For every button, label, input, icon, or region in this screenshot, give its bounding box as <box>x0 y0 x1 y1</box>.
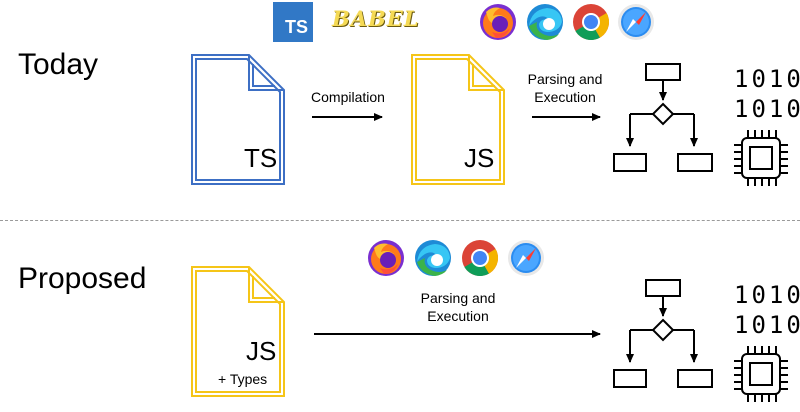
parsing-arrow <box>532 113 601 121</box>
parsing-label-line1: Parsing and <box>420 290 496 306</box>
js-file-label: JS <box>464 143 495 173</box>
binary-code-line2: 1010 <box>734 311 800 339</box>
firefox-icon <box>480 4 516 40</box>
cpu-chip-icon <box>734 130 788 186</box>
today-label: Today <box>18 48 99 81</box>
flowchart-icon <box>613 279 713 388</box>
cpu-chip-icon <box>734 346 788 402</box>
safari-icon <box>508 240 544 276</box>
parsing-arrow <box>314 330 601 338</box>
typescript-logo: TS <box>273 2 313 42</box>
ts-file-label: TS <box>244 143 278 173</box>
edge-icon <box>527 4 563 40</box>
parsing-label-line2: Execution <box>534 89 596 105</box>
binary-code-line2: 1010 <box>734 95 800 123</box>
section-divider <box>0 220 800 221</box>
chrome-icon <box>573 4 610 41</box>
chrome-icon <box>462 240 499 277</box>
parsing-label-line2: Execution <box>427 308 489 324</box>
parsing-label-line1: Parsing and <box>527 71 603 87</box>
babel-logo: BABEL <box>332 6 420 31</box>
flowchart-icon <box>613 63 713 172</box>
compilation-arrow <box>312 113 383 121</box>
js-with-types-file-label: JS <box>246 336 277 366</box>
js-file-icon <box>411 54 505 185</box>
safari-icon <box>618 4 654 40</box>
js-with-types-file-icon <box>191 266 285 397</box>
proposed-label: Proposed <box>18 262 147 295</box>
compilation-label: Compilation <box>311 89 385 105</box>
binary-code-line1: 1010 <box>734 65 800 93</box>
binary-code-line1: 1010 <box>734 281 800 309</box>
ts-file-icon <box>191 54 285 185</box>
types-label: + Types <box>218 371 268 387</box>
firefox-icon <box>368 240 404 276</box>
edge-icon <box>415 240 451 276</box>
